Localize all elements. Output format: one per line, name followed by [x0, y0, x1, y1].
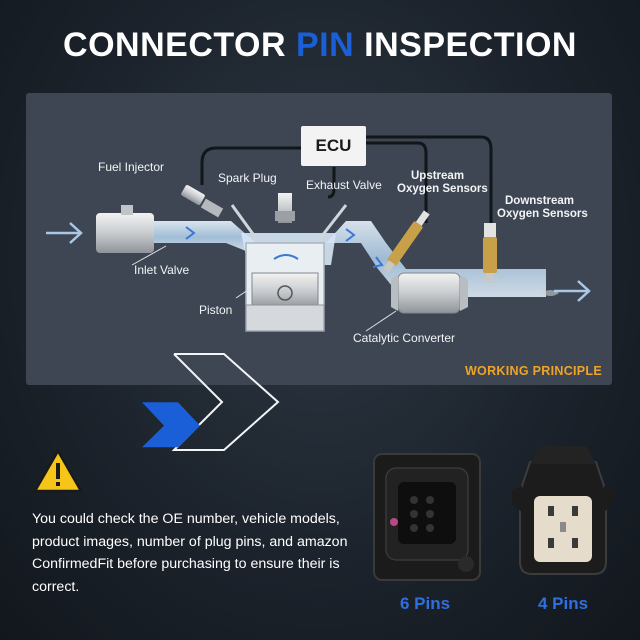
catalytic-converter — [397, 272, 461, 314]
page-title: CONNECTOR PIN INSPECTION — [0, 26, 640, 65]
label-fuel-injector: Fuel Injector — [98, 160, 165, 174]
label-exhaust-valve: Exhaust Valve — [306, 178, 382, 192]
connector-6-pin-label: 6 Pins — [399, 594, 451, 613]
working-principle-diagram: ECU Fuel Injector Spark Plug Exhaust Val… — [26, 93, 612, 385]
exhaust-arrow-icon — [554, 280, 591, 302]
intake-arrow-icon — [46, 222, 83, 244]
label-downstream-line1: Downstream — [505, 195, 575, 207]
chevron-arrow-icon — [142, 353, 280, 451]
ecu-box: ECU — [301, 126, 366, 166]
label-upstream-oxygen-sensors: Upstream Oxygen Sensors — [397, 170, 488, 196]
label-upstream-line2: Oxygen Sensors — [397, 183, 488, 195]
label-piston: Piston — [199, 303, 233, 317]
title-word-accent: PIN — [296, 26, 355, 64]
label-inlet-valve: Inlet Valve — [134, 263, 190, 277]
notice-text: You could check the OE number, vehicle m… — [32, 511, 348, 595]
connector-6-pin-image — [373, 453, 481, 581]
upstream-oxygen-sensor — [383, 210, 430, 273]
title-word-3: INSPECTION — [364, 26, 577, 64]
fuel-injector — [181, 185, 205, 205]
label-spark-plug: Spark Plug — [218, 171, 277, 185]
engine-diagram-graphic — [46, 135, 591, 332]
title-word-1: CONNECTOR — [63, 26, 287, 64]
downstream-oxygen-sensor — [483, 223, 497, 283]
label-downstream-line2: Oxygen Sensors — [497, 208, 588, 220]
warning-icon — [33, 449, 83, 493]
working-principle-caption: WORKING PRINCIPLE — [464, 364, 602, 378]
label-catalytic-converter: Catalytic Converter — [353, 331, 456, 345]
label-downstream-oxygen-sensors: Downstream Oxygen Sensors — [497, 195, 588, 221]
connector-4-pin-label: 4 Pins — [537, 594, 589, 613]
air-intake — [96, 213, 154, 253]
connector-4-pin-image — [512, 446, 614, 575]
label-upstream-line1: Upstream — [411, 170, 465, 182]
